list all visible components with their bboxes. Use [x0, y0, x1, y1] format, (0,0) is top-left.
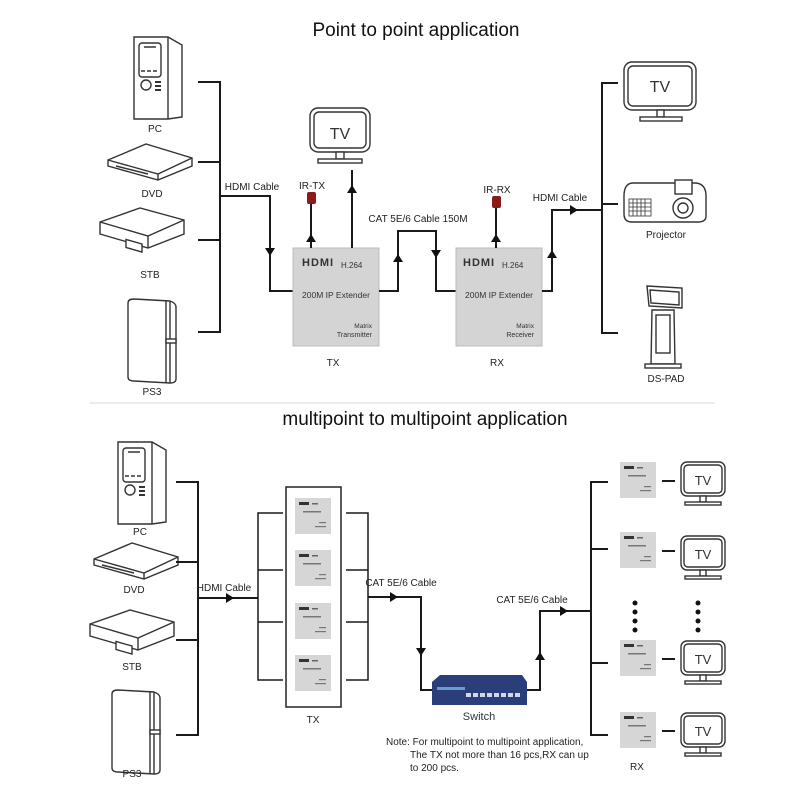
- output-label-projector: Projector: [646, 230, 687, 241]
- source-label-pc: PC: [148, 124, 162, 135]
- output-label-tv: TV: [650, 79, 671, 96]
- pc-icon: [133, 36, 183, 120]
- stb-icon: [89, 609, 175, 655]
- tv-label: TV: [695, 473, 712, 488]
- projector-icon: [623, 179, 707, 223]
- hdmi-cable-label-in: HDMI Cable: [225, 182, 280, 193]
- rx-brand: HDMI: [463, 257, 495, 269]
- arrow-up-icon: [535, 652, 545, 660]
- tv-label: TV: [695, 724, 712, 739]
- tx-role-2: Transmitter: [337, 332, 373, 339]
- arrow-down-icon: [431, 250, 441, 258]
- ellipsis-dots-icon: [632, 600, 701, 633]
- ps3-icon: [111, 689, 161, 775]
- stb-icon: [99, 207, 185, 253]
- note-line-2: The TX not more than 16 pcs,RX can up: [410, 750, 589, 761]
- source-bus-lines: [198, 81, 295, 333]
- arrow-right-icon: [390, 592, 398, 602]
- cat-cable-label: CAT 5E/6 Cable 150M: [368, 214, 467, 225]
- source-label-dvd: DVD: [123, 585, 144, 596]
- tx-codec: H.264: [341, 261, 363, 270]
- bottom-title: multipoint to multipoint application: [282, 409, 567, 430]
- note-line-3: to 200 pcs.: [410, 763, 459, 774]
- rx-name: 200M IP Extender: [465, 290, 533, 300]
- rx-extender: HDMI H.264 200M IP Extender Matrix Recei…: [455, 247, 543, 347]
- tx-extender: HDMI H.264 200M IP Extender Matrix Trans…: [292, 247, 380, 347]
- tv-label: TV: [695, 652, 712, 667]
- arrow-up-icon: [347, 185, 357, 193]
- rx-unit: [620, 640, 656, 676]
- arrow-right-icon: [570, 205, 578, 215]
- hdmi-cable-label: HDMI Cable: [197, 583, 252, 594]
- tx-label: TX: [327, 358, 340, 369]
- arrow-up-icon: [491, 234, 501, 242]
- hdmi-cable-label-out: HDMI Cable: [533, 193, 588, 204]
- source-label-stb: STB: [140, 270, 160, 281]
- tx-unit: [295, 603, 331, 639]
- arrow-down-icon: [265, 248, 275, 256]
- note-line-1: Note: For multipoint to multipoint appli…: [386, 737, 583, 748]
- switch-label: Switch: [463, 711, 495, 723]
- source-label-ps3: PS3: [143, 387, 162, 398]
- tx-unit: [295, 550, 331, 586]
- dvd-icon: [107, 143, 193, 181]
- cat-cable-label-1: CAT 5E/6 Cable: [365, 578, 437, 589]
- arrow-up-icon: [393, 254, 403, 262]
- pc-icon: [117, 441, 167, 525]
- tx-name: 200M IP Extender: [302, 290, 370, 300]
- dvd-icon: [93, 542, 179, 580]
- source-label-stb: STB: [122, 662, 142, 673]
- ds-pad-icon: [644, 285, 683, 369]
- ir-tx-label: IR-TX: [299, 181, 325, 192]
- rx-label: RX: [490, 358, 504, 369]
- local-tv-label: TV: [330, 126, 351, 143]
- network-switch-icon: [432, 675, 527, 705]
- arrow-up-icon: [547, 250, 557, 258]
- cat-cable-label-2: CAT 5E/6 Cable: [496, 595, 568, 606]
- arrow-right-icon: [226, 593, 234, 603]
- rx-role-1: Matrix: [516, 323, 534, 330]
- source-label-ps3: PS3: [123, 769, 142, 780]
- arrow-up-icon: [306, 234, 316, 242]
- rx-unit: [620, 532, 656, 568]
- rx-role-2: Receiver: [506, 332, 534, 339]
- source-label-pc: PC: [133, 527, 147, 538]
- ps3-icon: [127, 298, 177, 384]
- tx-label: TX: [307, 715, 320, 726]
- output-tv-icon: [623, 61, 697, 122]
- rx-label: RX: [630, 762, 644, 773]
- tx-brand: HDMI: [302, 257, 334, 269]
- top-title: Point to point application: [312, 20, 519, 41]
- source-label-dvd: DVD: [141, 189, 162, 200]
- output-label-ds-pad: DS-PAD: [647, 374, 684, 385]
- arrow-down-icon: [416, 648, 426, 656]
- arrow-right-icon: [560, 606, 568, 616]
- rx-unit: [620, 712, 656, 748]
- tx-unit: [295, 498, 331, 534]
- tx-role-1: Matrix: [354, 323, 372, 330]
- rx-unit: [620, 462, 656, 498]
- ir-tx-sensor-icon: [307, 192, 316, 204]
- tv-label: TV: [695, 547, 712, 562]
- ir-rx-sensor-icon: [492, 196, 501, 208]
- tx-unit: [295, 655, 331, 691]
- ir-rx-label: IR-RX: [483, 185, 511, 196]
- rx-codec: H.264: [502, 261, 524, 270]
- source-bus-lines: [176, 481, 258, 736]
